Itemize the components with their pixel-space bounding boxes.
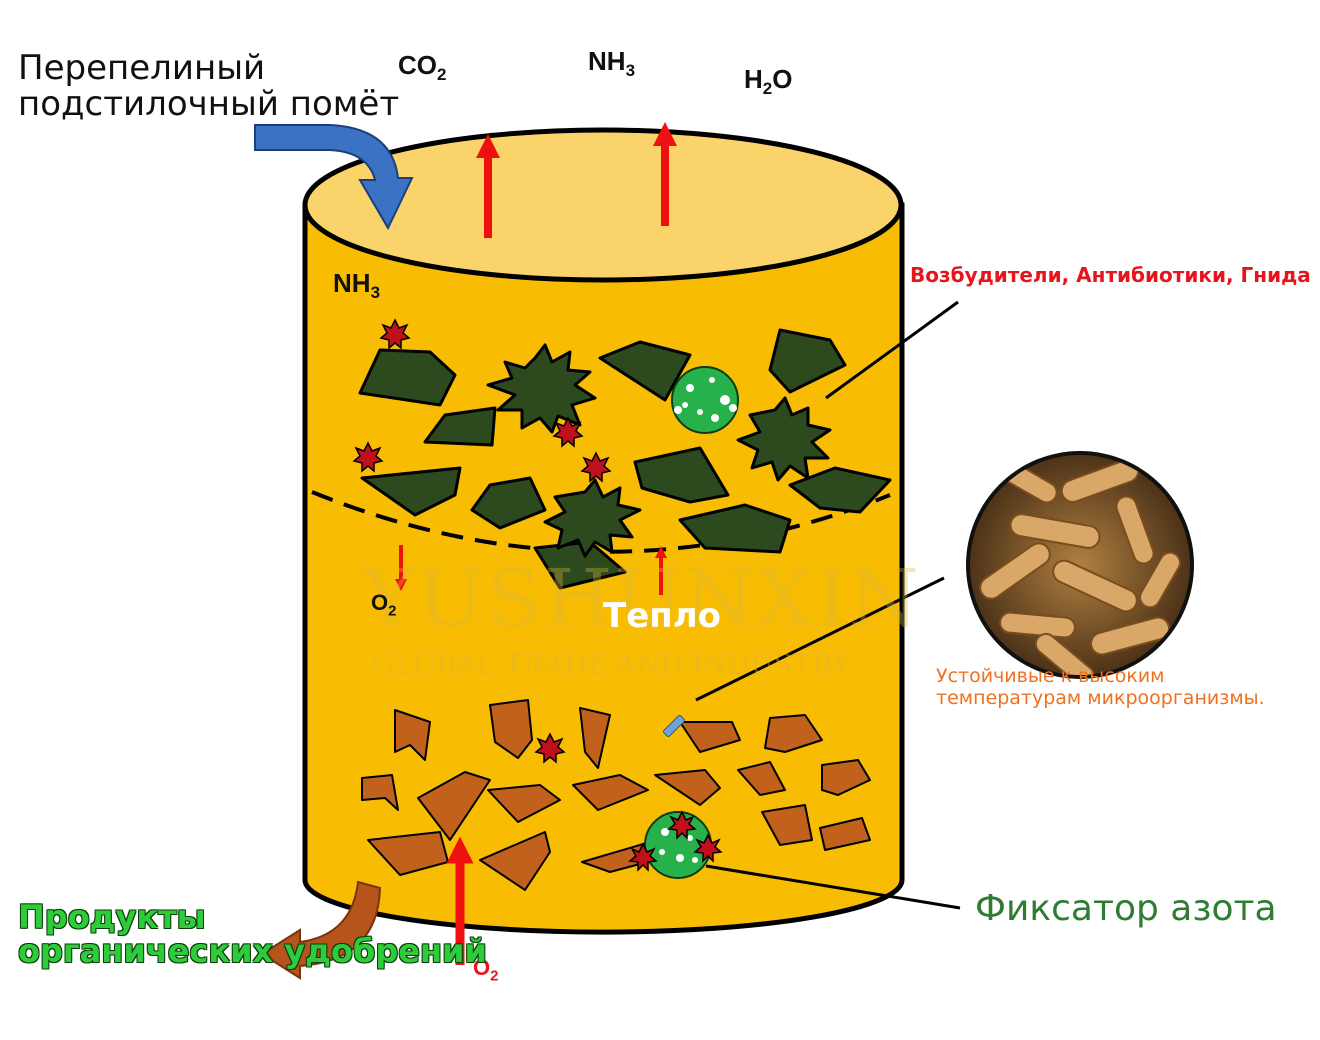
germ [693, 833, 723, 863]
germ [667, 810, 697, 840]
layer-divider [311, 490, 891, 554]
leader-microbes [695, 576, 945, 702]
germs [352, 318, 612, 764]
brown-chunk [417, 771, 491, 841]
germ [580, 451, 612, 483]
input-material-label: Перепелиный подстилочный помёт [18, 50, 399, 122]
germ [534, 732, 566, 764]
bacterium [1139, 551, 1181, 609]
brown-chunk [361, 774, 399, 811]
tank-top [302, 127, 904, 283]
o2-inside-label: O2 [371, 590, 397, 620]
annotation-microbes-line: Устойчивые к высоким [936, 665, 1165, 687]
dark-chunk [633, 446, 730, 504]
dark-chunk [470, 476, 547, 530]
heat-label: Тепло [603, 596, 722, 636]
brown-chunk [761, 804, 813, 846]
output-product-label: Продукты органических удобрений [18, 900, 487, 968]
spiky-pathogen [486, 343, 597, 434]
microorganism-closeup [966, 451, 1194, 679]
annotation-nitrogen-fixer: Фиксатор азота [975, 888, 1277, 929]
brown-chunk [394, 709, 431, 761]
output-arrow [260, 880, 382, 980]
brown-chunk [579, 707, 611, 769]
input-arrow [254, 124, 414, 231]
gas-label-nh3-inside: NH3 [333, 268, 381, 303]
brown-chunk [764, 714, 823, 753]
germ [628, 842, 658, 872]
brown-chunk [819, 817, 871, 851]
brown-chunk [489, 699, 533, 759]
input-label-line: подстилочный помёт [18, 84, 400, 124]
brown-chunk [821, 759, 871, 796]
gas-label-co2: CO2 [398, 50, 447, 85]
output-label-line: Продукты [18, 898, 206, 936]
bacterium [1115, 495, 1155, 565]
annotation-microbes: Устойчивые к высоким температурам микроо… [936, 665, 1265, 709]
dark-chunk [788, 466, 892, 514]
nitrogen-fixer-granule [671, 366, 739, 434]
pathogen-layer [358, 328, 892, 590]
bacterium [1089, 616, 1171, 656]
spiky-pathogen [736, 396, 832, 482]
bacterium [1009, 513, 1101, 549]
bacterium [999, 611, 1076, 639]
dark-chunk [423, 406, 497, 447]
spiky-pathogen [543, 478, 642, 558]
microbe-marker [663, 715, 685, 737]
watermark-tagline: GLOBAL TRADE AND INDUSTRY [372, 648, 851, 681]
dark-chunk [358, 348, 457, 407]
dark-chunk [598, 340, 692, 402]
leader-fixer [705, 864, 961, 910]
gas-label-h2o: H2O [744, 64, 793, 99]
bacterium [1052, 559, 1138, 613]
germ [552, 416, 584, 448]
dark-chunk [360, 466, 462, 517]
brown-chunk [654, 769, 721, 806]
brown-chunk [487, 784, 561, 823]
dark-chunk [768, 328, 847, 394]
germ [379, 318, 411, 350]
output-label-line: органических удобрений [18, 932, 487, 970]
leader-pathogens [825, 300, 959, 400]
gas-label-nh3: NH3 [588, 46, 636, 81]
input-label-line: Перепелиный [18, 48, 266, 88]
o2-bottom-label: O2 [473, 955, 499, 985]
brown-chunk [479, 831, 551, 891]
annotation-pathogens: Возбудители, Антибиотики, Гнида [910, 263, 1311, 287]
bacterium [1034, 632, 1096, 675]
dark-chunk [678, 503, 792, 554]
annotation-microbes-line: температурам микроорганизмы. [936, 687, 1265, 709]
watermark-brand: YUSHUNXIN [362, 552, 921, 645]
brown-chunk [572, 774, 649, 811]
bacterium [979, 542, 1051, 600]
organic-layer [361, 699, 871, 891]
brown-chunk [737, 761, 786, 796]
germ [352, 441, 384, 473]
brown-chunk [679, 721, 741, 753]
nitrogen-fixer-granule [628, 810, 723, 879]
